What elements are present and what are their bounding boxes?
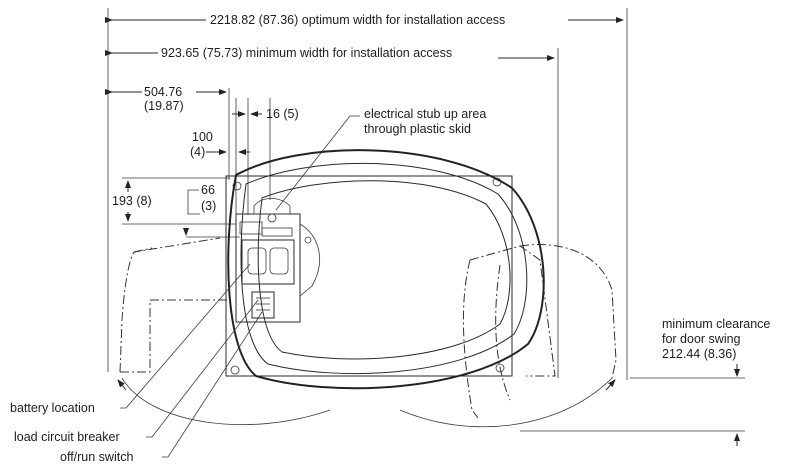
dimension-504: 504.76 (19.87) xyxy=(105,85,227,113)
battery-box xyxy=(241,239,295,285)
stub-up-callout: electrical stub up area through plastic … xyxy=(275,107,486,211)
dimension-16: 16 (5) xyxy=(232,107,299,121)
battery-location-label: battery location xyxy=(10,401,95,415)
dimension-193: 193 (8) xyxy=(112,177,236,225)
dim-66-line2: (3) xyxy=(201,199,216,213)
optimum-width-dimension: 2218.82 (87.36) optimum width for instal… xyxy=(105,13,624,27)
stub-up-line2: through plastic skid xyxy=(364,122,471,136)
dim-100-line2: (4) xyxy=(190,145,205,159)
dim-100-line1: 100 xyxy=(192,130,213,144)
breaker-block xyxy=(251,291,275,319)
door-panel-left xyxy=(119,237,230,373)
door-clearance-line2: for door swing xyxy=(662,332,741,346)
minimum-width-label: 923.65 (75.73) minimum width for install… xyxy=(161,46,452,60)
control-panel xyxy=(235,198,320,323)
dimension-100: 100 (4) xyxy=(190,130,250,159)
minimum-width-dimension: 923.65 (75.73) minimum width for install… xyxy=(105,46,555,61)
dim-66-line1: 66 xyxy=(201,183,215,197)
dim-504-line1: 504.76 xyxy=(144,85,182,99)
breaker-callout: load circuit breaker xyxy=(14,299,259,444)
dim-193-label: 193 (8) xyxy=(112,194,152,208)
dim-16-label: 16 (5) xyxy=(266,107,299,121)
battery-callout: battery location xyxy=(10,263,251,415)
stub-up-line1: electrical stub up area xyxy=(364,107,486,121)
door-clearance-line3: 212.44 (8.36) xyxy=(662,347,736,361)
enclosure-shell xyxy=(227,149,545,390)
door-swing-arcs xyxy=(117,377,616,428)
dim-504-line2: (19.87) xyxy=(144,99,184,113)
switch-callout: off/run switch xyxy=(60,311,263,464)
door-clearance-line1: minimum clearance xyxy=(662,317,770,331)
optimum-width-label: 2218.82 (87.36) optimum width for instal… xyxy=(210,13,505,27)
load-circuit-breaker-label: load circuit breaker xyxy=(14,430,120,444)
door-clearance-dimension: minimum clearance for door swing 212.44 … xyxy=(520,317,770,446)
extension-lines xyxy=(107,8,628,380)
base-skid xyxy=(225,175,513,377)
dimension-66: 66 (3) xyxy=(183,183,240,238)
off-run-switch-label: off/run switch xyxy=(60,450,133,464)
door-panel-right xyxy=(462,244,617,419)
